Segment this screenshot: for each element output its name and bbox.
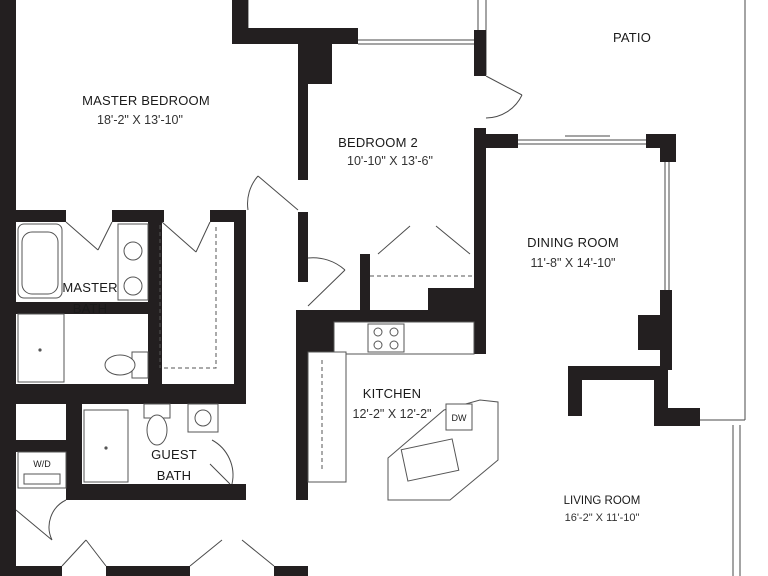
label-guest-bath-1: GUEST bbox=[151, 447, 197, 462]
dims-living-room: 16'-2" X 11'-10" bbox=[565, 512, 640, 524]
window-lines bbox=[247, 0, 746, 576]
walls bbox=[0, 0, 700, 576]
dims-kitchen: 12'-2" X 12'-2" bbox=[353, 407, 432, 421]
dishwasher-icon bbox=[445, 403, 473, 431]
label-master-bath-1: MASTER bbox=[62, 280, 117, 295]
dims-bedroom-2: 10'-10" X 13'-6" bbox=[347, 154, 433, 168]
dims-dining-room: 11'-8" X 14'-10" bbox=[531, 256, 616, 270]
sink-icon bbox=[123, 276, 143, 296]
guest-shower bbox=[83, 409, 129, 483]
label-patio: PATIO bbox=[613, 30, 651, 45]
label-master-bedroom: MASTER BEDROOM bbox=[82, 93, 210, 108]
room-labels: PATIO MASTER BEDROOM 18'-2" X 13'-10" BE… bbox=[33, 30, 651, 524]
label-living-room: LIVING ROOM bbox=[564, 495, 641, 507]
kitchen-side-counter bbox=[307, 351, 347, 483]
cooktop-icon bbox=[367, 323, 405, 353]
label-master-bath-2: BATH bbox=[73, 301, 108, 316]
door-swings bbox=[15, 75, 523, 567]
label-kitchen: KITCHEN bbox=[363, 386, 421, 401]
label-bedroom-2: BEDROOM 2 bbox=[338, 135, 418, 150]
sink-icon bbox=[123, 241, 143, 261]
sink-icon bbox=[194, 409, 212, 427]
label-dishwasher: DW bbox=[452, 413, 467, 423]
master-shower bbox=[17, 313, 65, 383]
double-sink-icon bbox=[400, 438, 460, 482]
fixtures bbox=[17, 223, 499, 501]
label-dining-room: DINING ROOM bbox=[527, 235, 619, 250]
dims-master-bedroom: 18'-2" X 13'-10" bbox=[97, 113, 183, 127]
label-guest-bath-2: BATH bbox=[157, 468, 192, 483]
label-washer-dryer: W/D bbox=[33, 459, 51, 469]
